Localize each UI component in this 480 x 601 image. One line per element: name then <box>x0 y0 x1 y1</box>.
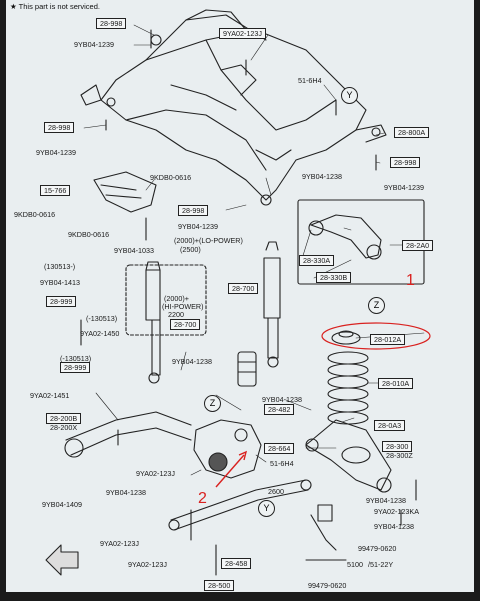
part-9yb04-1239-right: 9YB04-1239 <box>384 183 424 192</box>
front-arrow-icon <box>45 544 79 576</box>
part-9yb04-1238-b: 9YB04-1238 <box>172 357 212 366</box>
part-28-330b: 28-330B <box>316 272 352 283</box>
note-130513-b: (-130513) <box>86 314 118 323</box>
part-9yb04-1239-left: 9YB04-1239 <box>36 148 76 157</box>
part-28-300: 28-300 <box>382 441 413 452</box>
part-28-998-top: 28-998 <box>96 18 127 29</box>
part-28-998-left: 28-998 <box>44 122 75 133</box>
part-9yb04-1239-mid: 9YB04-1239 <box>178 222 218 231</box>
part-28-0a3: 28-0A3 <box>374 420 406 431</box>
part-28-800a: 28-800A <box>394 127 430 138</box>
part-9ya02-1451: 9YA02-1451 <box>30 391 70 400</box>
part-99479-0620-b: 99479-0620 <box>308 581 347 590</box>
note-130513-c: (-130513) <box>60 354 92 363</box>
shock-absorber-left <box>145 261 161 384</box>
part-28-700-right: 28-700 <box>228 283 259 294</box>
marker-y-top: Y <box>341 87 358 104</box>
part-9yb04-1238-c: 9YB04-1238 <box>262 395 302 404</box>
part-51-6h4-top: 51-6H4 <box>298 76 322 85</box>
part-99479-0620-a: 99479-0620 <box>358 544 397 553</box>
part-28-010a: 28-010A <box>378 378 414 389</box>
part-28-999-a: 28-999 <box>46 296 77 307</box>
part-9ya02-123j-top: 9YA02-123J <box>219 28 267 39</box>
part-28-998-right: 28-998 <box>390 157 421 168</box>
note-2500: (2500) <box>180 245 201 254</box>
part-15-766: 15-766 <box>40 185 71 196</box>
part-9yb04-1238-d: 9YB04-1238 <box>106 488 146 497</box>
part-9kdb0-0616-a: 9KDB0-0616 <box>150 173 192 182</box>
crossmember-drawing <box>80 9 387 206</box>
part-28-482: 28-482 <box>264 404 295 415</box>
part-51-6h4-b: 51-6H4 <box>270 459 294 468</box>
marker-y-bottom: Y <box>258 500 275 517</box>
part-28-300z: 28-300Z <box>386 451 413 460</box>
part-28-664: 28-664 <box>264 443 295 454</box>
marker-z-right: Z <box>368 297 385 314</box>
part-28-2a0: 28-2A0 <box>402 240 434 251</box>
part-9ya02-123j-d: 9YA02-123J <box>128 560 168 569</box>
part-9ya02-123j-b: 9YA02-123J <box>136 469 176 478</box>
note-lo-power: (2000)+(LO-POWER) <box>174 236 243 245</box>
note-2200: 2200 <box>168 310 184 319</box>
part-28-200x: 28-200X <box>50 423 78 432</box>
stabilizer-link-drawing <box>305 504 347 561</box>
part-9yb04-1409: 9YB04-1409 <box>42 500 82 509</box>
part-9kdb0-0616-c: 9KDB0-0616 <box>68 230 110 239</box>
knuckle-drawing <box>193 419 262 479</box>
part-28-999-b: 28-999 <box>60 362 91 373</box>
note-hi-power: (HI-POWER) <box>162 302 204 311</box>
part-9ya02-123j-c: 9YA02-123J <box>100 539 140 548</box>
note-130513-top: (130513-) <box>44 262 76 271</box>
part-9ya02-1450: 9YA02-1450 <box>80 329 120 338</box>
bolt-glyphs <box>80 29 417 576</box>
annotation-circle <box>321 322 431 350</box>
ref-51-22y: /51-22Y <box>368 560 394 569</box>
part-9yb04-1238-e: 9YB04-1238 <box>366 496 406 505</box>
part-28-200b: 28-200B <box>46 413 82 424</box>
lateral-link-drawing <box>168 479 312 531</box>
part-28-500: 28-500 <box>204 580 235 591</box>
annotation-2: 2 <box>198 490 207 507</box>
lower-arm-drawing <box>305 419 392 493</box>
bump-stop-drawing <box>237 351 257 387</box>
part-9yb04-1238-mid: 9YB04-1238 <box>302 172 342 181</box>
upper-arm-drawing <box>308 214 382 260</box>
part-28-330a: 28-330A <box>299 255 335 266</box>
bracket-drawing <box>93 171 157 213</box>
part-9yb04-1413: 9YB04-1413 <box>40 278 80 287</box>
shock-absorber-right <box>263 241 281 368</box>
part-28-998-mid: 28-998 <box>178 205 209 216</box>
annotation-arrow <box>215 454 245 488</box>
ref-2600: 2600 <box>268 487 284 496</box>
legend-not-serviced: ★ This part is not serviced. <box>10 2 100 11</box>
part-28-700-mid: 28-700 <box>170 319 201 330</box>
part-9yb04-1033: 9YB04-1033 <box>114 246 154 255</box>
part-9yb04-1238-f: 9YB04-1238 <box>374 522 414 531</box>
trailing-link-drawing <box>64 411 192 458</box>
part-9yb04-1239-top: 9YB04-1239 <box>74 40 114 49</box>
leader-lines <box>83 24 425 476</box>
part-28-458: 28-458 <box>221 558 252 569</box>
part-9ya02-123ka: 9YA02-123KA <box>374 507 420 516</box>
suspension-line-art <box>45 9 431 576</box>
annotation-1: 1 <box>406 272 415 289</box>
part-28-012a: 28-012A <box>370 334 406 345</box>
part-9kdb0-0616-b: 9KDB0-0616 <box>14 210 56 219</box>
parts-diagram-sheet: ★ This part is not serviced. Y Y Z Z 1 2… <box>6 0 474 592</box>
marker-z-left: Z <box>204 395 221 412</box>
coil-spring-drawing <box>327 351 369 425</box>
ref-5100: 5100 <box>347 560 363 569</box>
note-2000: (2000)+ <box>164 294 189 303</box>
